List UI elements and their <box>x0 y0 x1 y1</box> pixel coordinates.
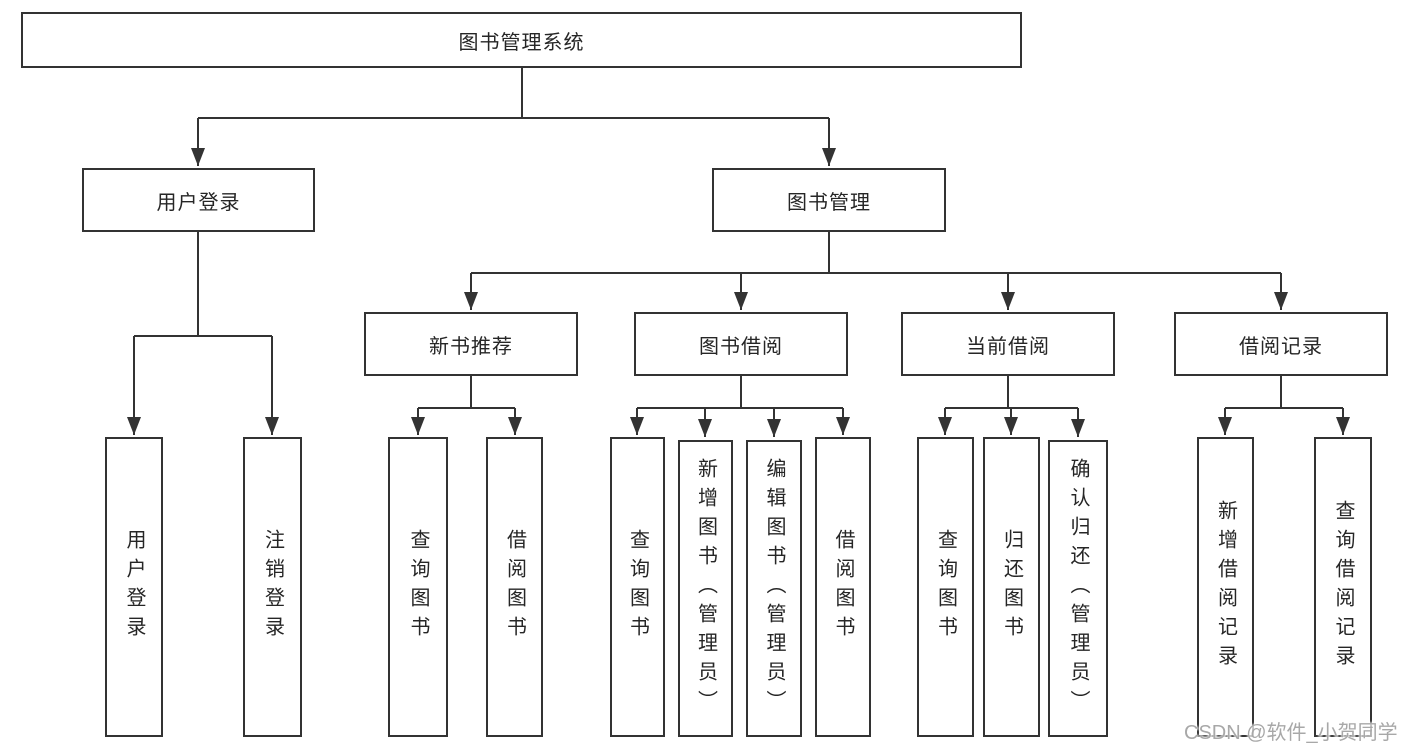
node-label: 查询借阅记录 <box>1332 500 1354 674</box>
leaf-logout: 注销登录 <box>243 437 302 737</box>
node-label: 注销登录 <box>261 529 284 645</box>
node-label: 新增借阅记录 <box>1214 500 1237 674</box>
leaf-query-books-borrowing: 查询图书 <box>610 437 665 737</box>
node-label: 图书管理系统 <box>458 31 585 54</box>
csdn-watermark: CSDN @软件_小贺同学 <box>1184 722 1398 744</box>
node-new-book-recommend: 新书推荐 <box>364 312 578 376</box>
node-label: 当前借阅 <box>966 335 1050 358</box>
leaf-confirm-return-admin: 确认归还（管理员） <box>1048 440 1108 737</box>
node-label: 图书借阅 <box>699 335 783 358</box>
leaf-add-books-admin: 新增图书（管理员） <box>678 440 733 737</box>
node-label: 图书管理 <box>787 191 871 214</box>
leaf-borrow-books: 借阅图书 <box>815 437 871 737</box>
leaf-query-borrow-record: 查询借阅记录 <box>1314 437 1372 737</box>
node-root-book-management-system: 图书管理系统 <box>21 12 1022 68</box>
node-user-login: 用户登录 <box>82 168 315 232</box>
leaf-borrow-books-newbook: 借阅图书 <box>486 437 543 737</box>
leaf-add-borrow-record: 新增借阅记录 <box>1197 437 1254 737</box>
node-book-management: 图书管理 <box>712 168 946 232</box>
node-label: 归还图书 <box>1000 529 1023 645</box>
node-label: 借阅图书 <box>503 529 526 645</box>
leaf-edit-books-admin: 编辑图书（管理员） <box>746 440 802 737</box>
node-label: 查询图书 <box>934 529 957 645</box>
node-label: 用户登录 <box>156 191 241 214</box>
node-label: 新增图书（管理员） <box>694 458 717 719</box>
node-current-borrowing: 当前借阅 <box>901 312 1115 376</box>
leaf-query-books-newbook: 查询图书 <box>388 437 448 737</box>
node-label: 新书推荐 <box>429 335 513 358</box>
leaf-return-books: 归还图书 <box>983 437 1040 737</box>
node-label: 确认归还（管理员） <box>1067 458 1089 719</box>
node-label: 查询图书 <box>407 529 429 645</box>
node-borrow-records: 借阅记录 <box>1174 312 1388 376</box>
leaf-user-login: 用户登录 <box>105 437 163 737</box>
node-label: 借阅图书 <box>832 529 854 645</box>
leaf-query-books-current: 查询图书 <box>917 437 974 737</box>
node-label: 查询图书 <box>626 529 649 645</box>
node-label: 编辑图书（管理员） <box>763 458 785 719</box>
node-label: 借阅记录 <box>1239 335 1323 358</box>
node-label: 用户登录 <box>123 529 145 645</box>
node-book-borrowing: 图书借阅 <box>634 312 848 376</box>
